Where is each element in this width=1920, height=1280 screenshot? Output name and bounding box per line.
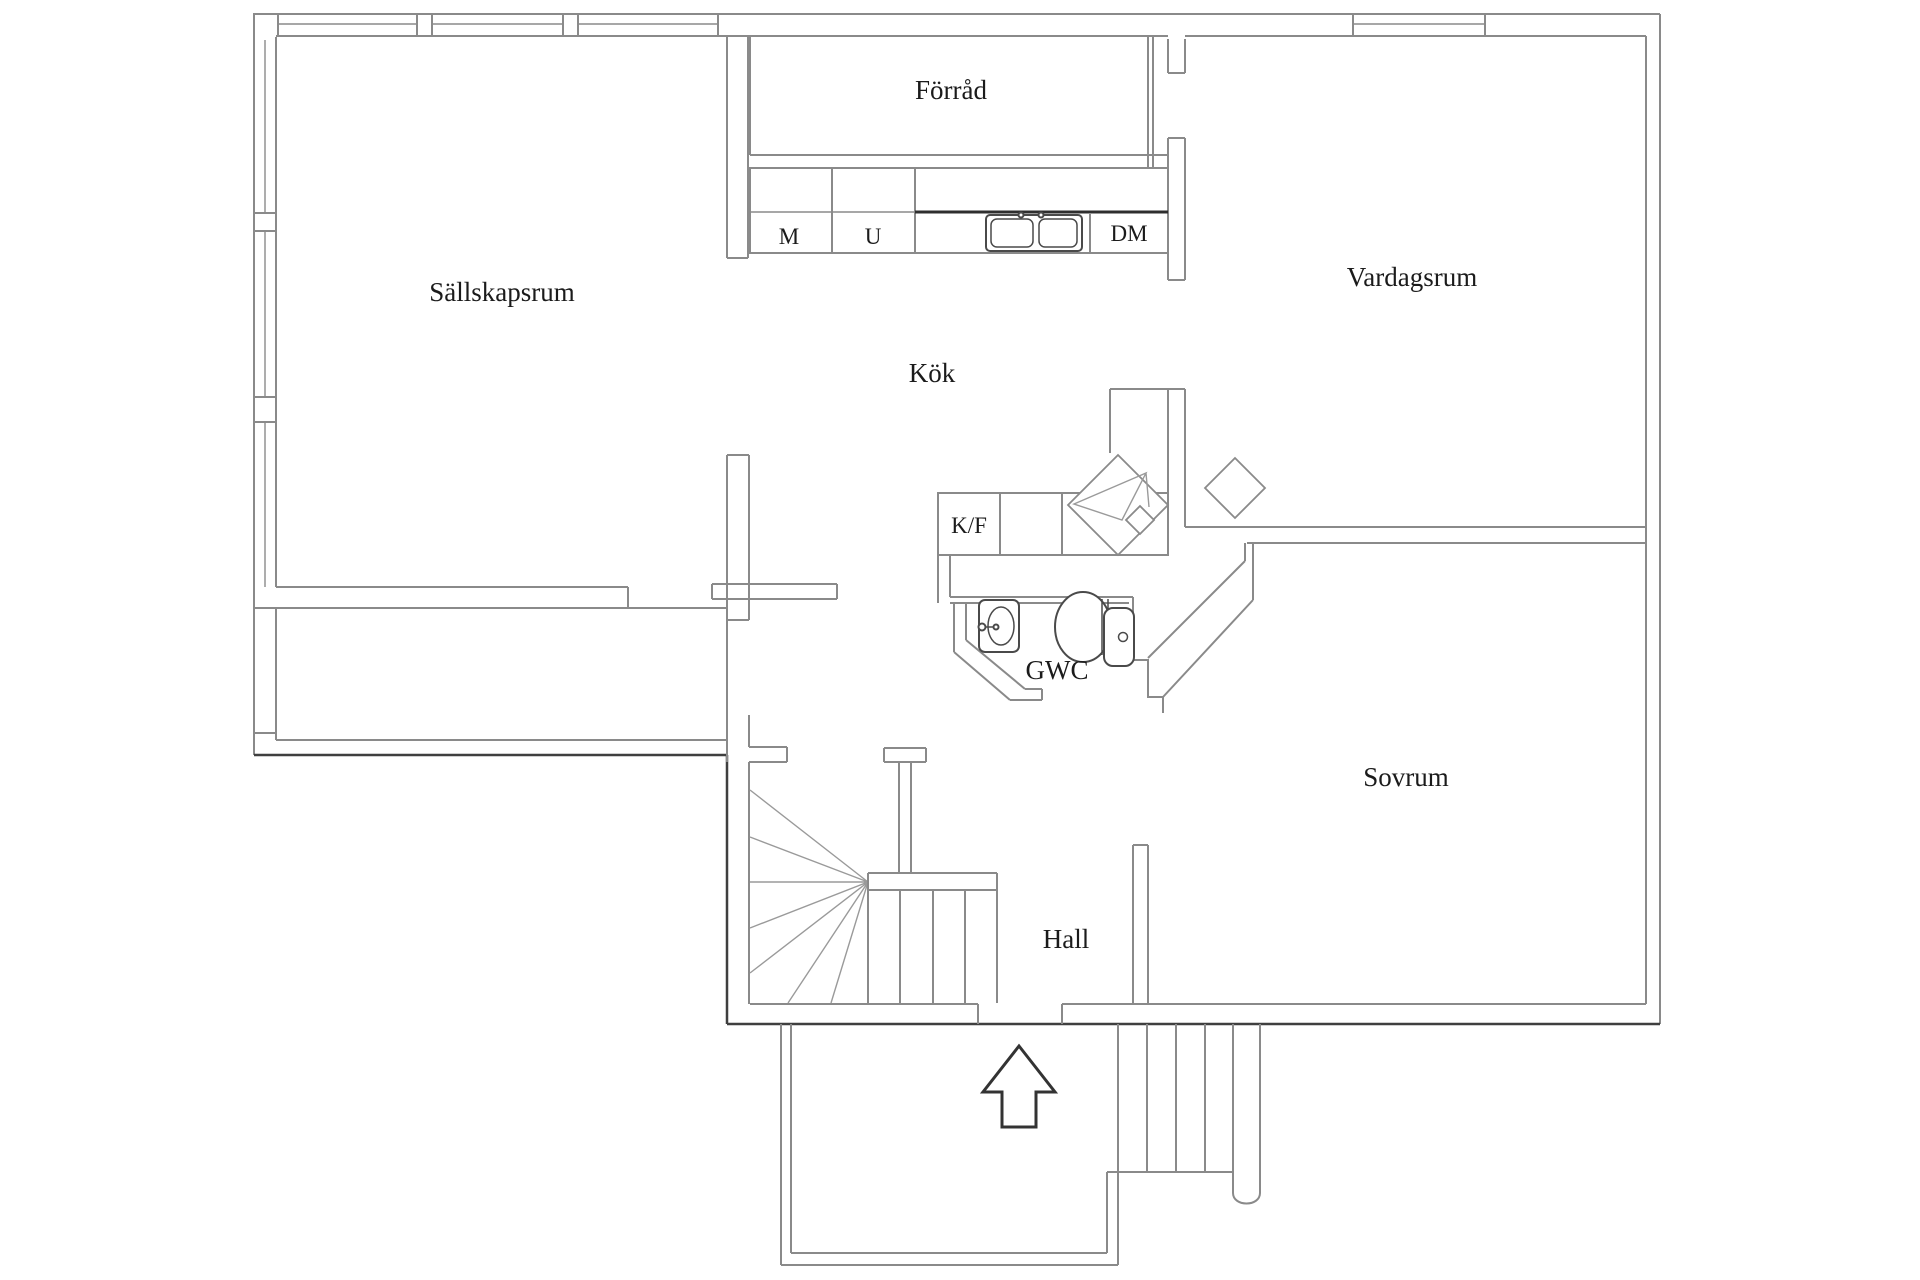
inner-bottom-wall	[750, 1003, 1646, 1024]
room-label-forrad: Förråd	[915, 75, 987, 105]
gwc-top-wall	[950, 596, 1133, 604]
porch-walls	[780, 1024, 1119, 1266]
gwc-left-diagonal-wall	[953, 603, 1043, 701]
wall-under-kf	[937, 555, 951, 603]
appliance-label-dishwasher: DM	[1110, 221, 1147, 246]
entrance-arrow-icon	[979, 1043, 1059, 1129]
left-wall-window-mullions	[254, 212, 276, 734]
bathroom-sink-icon	[977, 599, 1020, 653]
wall-sallskapsrum-kok	[726, 36, 749, 259]
exterior-entry-steps	[1107, 1024, 1261, 1205]
wall-vardagsrum-sovrum	[1185, 526, 1646, 544]
entry-step-treads	[1107, 1024, 1233, 1173]
interior-stairs	[749, 747, 998, 1004]
wall-sovrum-hall	[1132, 844, 1149, 1004]
winder-tread-lines	[749, 789, 869, 1004]
straight-run-treads	[867, 872, 998, 1003]
outer-bottom-wall	[254, 753, 1660, 1026]
stair-newel-wall	[883, 747, 927, 873]
kitchen-counter: M U DM	[749, 167, 1169, 254]
sovrum-corner-diagonal	[1147, 543, 1254, 698]
room-labels: Sällskapsrum Förråd Vardagsrum Kök GWC S…	[429, 75, 1477, 954]
appliance-label-fridge-freezer: K/F	[951, 513, 987, 538]
kf-cabinet-block: K/F	[937, 453, 1267, 557]
room-label-gwc: GWC	[1026, 655, 1089, 685]
room-label-sallskapsrum: Sällskapsrum	[429, 277, 575, 307]
inner-left-wall	[275, 14, 279, 740]
windows	[254, 14, 1486, 734]
forrad-walls	[749, 36, 1168, 168]
counter-outline	[749, 167, 1169, 254]
wall-stub-stair-north	[726, 715, 788, 763]
appliance-label-microwave: M	[779, 224, 799, 249]
interior-walls	[254, 36, 1646, 1004]
room-label-hall: Hall	[1043, 924, 1090, 954]
gwc-fixtures	[977, 591, 1135, 667]
top-wall-window-mullions	[416, 14, 1486, 36]
toilet-icon	[1054, 591, 1135, 667]
gwc-right-step-wall	[1132, 597, 1164, 713]
wall-stub-kok-south	[711, 454, 838, 621]
room-label-kok: Kök	[909, 358, 956, 388]
kitchen-sink-icon	[985, 211, 1083, 252]
corner-carousel-cabinet-icon	[1066, 453, 1170, 557]
sallskapsrum-bottom-wall	[254, 586, 727, 609]
handrail-icon	[1232, 1024, 1261, 1205]
appliance-label-oven: U	[865, 224, 882, 249]
room-label-vardagsrum: Vardagsrum	[1347, 262, 1477, 292]
stove-diamond-icon	[1203, 456, 1267, 520]
room-label-sovrum: Sovrum	[1363, 762, 1449, 792]
exterior-walls	[253, 13, 1661, 1026]
porch	[780, 1024, 1119, 1266]
